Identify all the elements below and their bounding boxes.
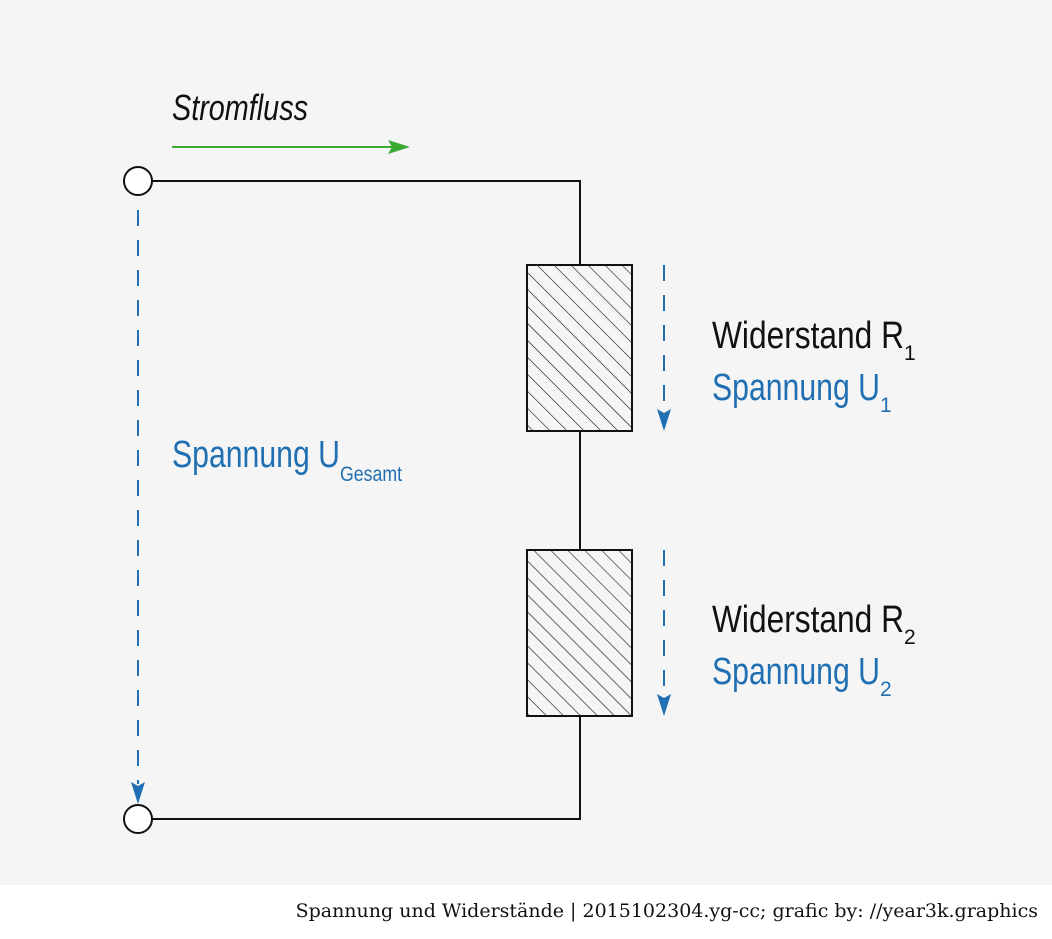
wire-bottom (152, 716, 581, 820)
footer-caption: Spannung und Widerstände | 2015102304.yg… (295, 900, 1038, 922)
resistor-1-voltage-label: Spannung U1 (712, 367, 892, 417)
resistor-1 (526, 264, 633, 432)
total-voltage-subscript: Gesamt (340, 463, 402, 486)
resistor-1-name-label: Widerstand R1 (712, 315, 916, 365)
resistor-2-voltage-label: Spannung U2 (712, 651, 892, 701)
voltage-arrow-1 (657, 265, 671, 431)
resistor-2 (526, 549, 633, 717)
voltage-arrow-2 (657, 550, 671, 716)
total-voltage-arrow (131, 210, 145, 804)
terminal-bottom (123, 804, 153, 834)
resistor-2-name-label: Widerstand R2 (712, 599, 916, 649)
current-arrow (172, 140, 410, 154)
terminal-top (123, 166, 153, 196)
total-voltage-label: Spannung UGesamt (172, 434, 402, 486)
wire-top (152, 180, 581, 265)
current-flow-label: Stromfluss (172, 87, 308, 128)
circuit-diagram: Stromfluss Spannung UGesamt Widerstand R… (123, 87, 916, 834)
